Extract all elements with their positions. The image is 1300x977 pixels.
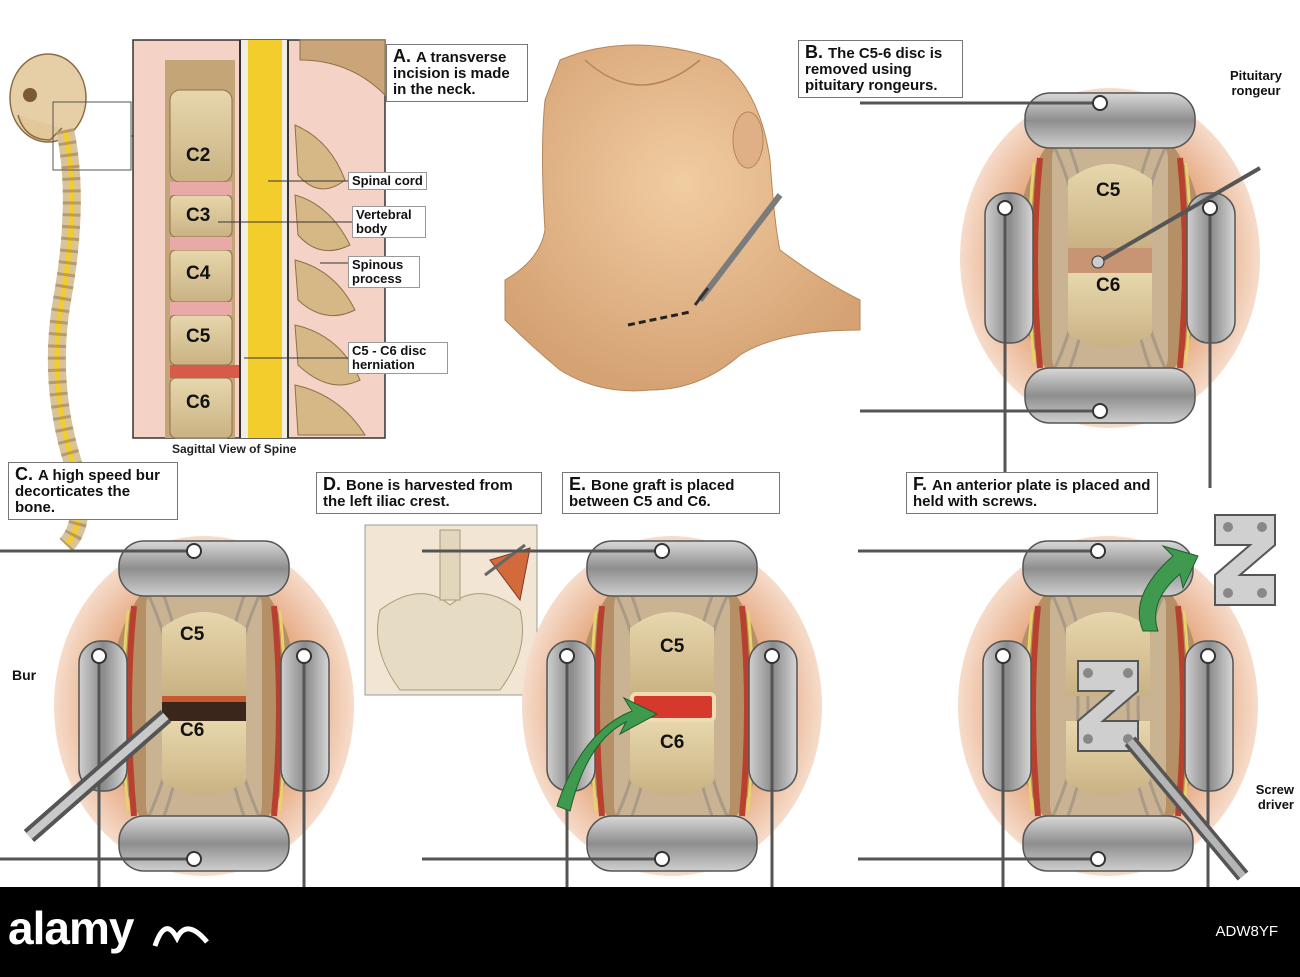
footer-logo: alamy	[8, 901, 211, 955]
vertebra-label-c5: C5	[186, 326, 211, 347]
panel-a-letter: A.	[393, 46, 411, 66]
panel-e-c6: C6	[660, 732, 685, 753]
vertebra-label-c4: C4	[186, 263, 211, 284]
vertebra-label-c6: C6	[186, 392, 211, 413]
spinal-cord-shape	[248, 40, 282, 438]
surgical-field-e	[422, 536, 822, 887]
plate-arrow-icon	[1138, 544, 1199, 632]
panel-a-text: A transverse incision is made in the nec…	[393, 49, 510, 98]
label-pituitary-rongeur: Pituitary rongeur	[1229, 68, 1282, 98]
surgical-field-b	[860, 88, 1260, 488]
panel-f-caption: F.An anterior plate is placed and held w…	[906, 472, 1158, 514]
panel-b-caption: B.The C5-6 disc is removed using pituita…	[798, 40, 963, 98]
panel-c-caption: C.A high speed bur decorticates the bone…	[8, 462, 178, 520]
surgical-field-c	[0, 536, 354, 887]
panel-e-letter: E.	[569, 474, 587, 494]
surgical-field-f	[858, 536, 1258, 887]
label-screw-driver: Screw driver	[1255, 782, 1294, 812]
herniated-disc	[170, 365, 240, 378]
panel-b-text: The C5-6 disc is removed using pituitary…	[805, 45, 943, 94]
illustration-canvas	[0, 39, 1276, 887]
panel-f-text: An anterior plate is placed and held wit…	[913, 477, 1151, 510]
panel-f-letter: F.	[913, 474, 928, 494]
alamy-mark-icon	[152, 926, 210, 947]
callout-disc-herniation: C5 - C6 disc herniation	[348, 342, 448, 374]
label-bur: Bur	[12, 667, 37, 683]
pituitary-rongeur-icon	[1098, 166, 1262, 263]
footer-logo-text: alamy	[8, 902, 134, 954]
vertebra-label-c2: C2	[186, 145, 211, 166]
panel-c-c5: C5	[180, 624, 205, 645]
footer-bar: alamy ADW8YF	[0, 887, 1300, 977]
callout-spinous-process: Spinous process	[348, 256, 420, 288]
sagittal-caption: Sagittal View of Spine	[172, 442, 297, 456]
panel-c-text: A high speed bur decorticates the bone.	[15, 467, 160, 516]
panel-d-text: Bone is harvested from the left iliac cr…	[323, 477, 513, 510]
callout-vertebral-body: Vertebral body	[352, 206, 426, 238]
panel-d-letter: D.	[323, 474, 341, 494]
neck-figure	[504, 44, 861, 392]
panel-e-text: Bone graft is placed between C5 and C6.	[569, 477, 735, 510]
panel-d-caption: D.Bone is harvested from the left iliac …	[316, 472, 542, 514]
plate-preview	[1214, 514, 1276, 606]
insert-arrow-icon	[556, 696, 659, 812]
panel-b-letter: B.	[805, 42, 823, 62]
panel-b-c5: C5	[1096, 180, 1121, 201]
footer-image-id: ADW8YF	[1215, 923, 1278, 940]
panel-e-caption: E.Bone graft is placed between C5 and C6…	[562, 472, 780, 514]
panel-b-c6: C6	[1096, 275, 1121, 296]
panel-c-letter: C.	[15, 464, 33, 484]
vertebra-label-c3: C3	[186, 205, 211, 226]
panel-e-c5: C5	[660, 636, 685, 657]
panel-a-caption: A.A transverse incision is made in the n…	[386, 44, 528, 102]
panel-c-c6: C6	[180, 720, 205, 741]
sagittal-view	[132, 39, 386, 439]
pelvis-figure	[364, 524, 538, 696]
scalpel-icon	[697, 193, 783, 302]
callout-spinal-cord: Spinal cord	[348, 172, 427, 190]
